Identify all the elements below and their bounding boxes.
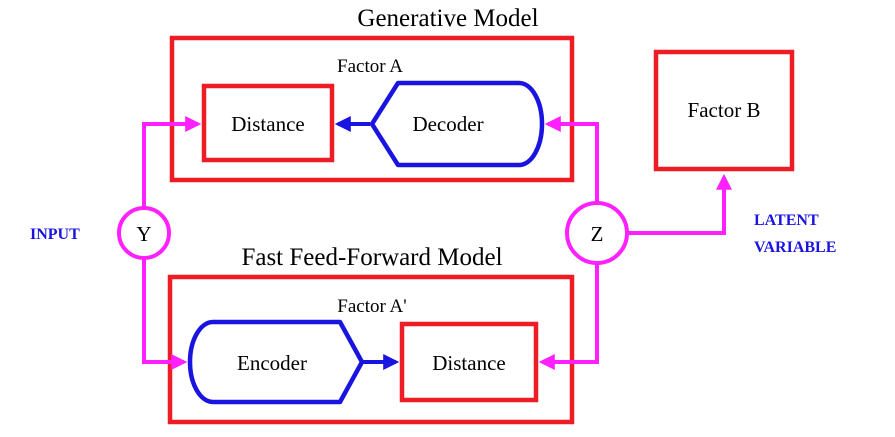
y-to-encoder-arrow (142, 258, 188, 370)
distance-box-bottom (399, 321, 539, 403)
distance-box-top (201, 83, 335, 163)
fast-model-box (167, 274, 575, 425)
z-to-factor-b-arrow (627, 173, 732, 235)
latent-label: LATENT (754, 212, 819, 229)
y-node-label: Y (136, 222, 151, 246)
y-to-distance-top-arrow (142, 116, 202, 208)
factor-a-label: Factor A (337, 56, 403, 77)
generative-model-box (169, 35, 575, 183)
factor-b-box (653, 49, 795, 172)
distance-label-top: Distance (231, 112, 304, 136)
z-node-label: Z (591, 222, 604, 246)
z-to-distance-bottom-arrow (538, 263, 599, 370)
z-to-decoder-arrow (544, 116, 599, 203)
fast-model-title: Fast Feed-Forward Model (241, 244, 502, 271)
factor-a-prime-label: Factor A' (337, 296, 406, 317)
decoder-label: Decoder (412, 112, 483, 136)
decoder-module (369, 80, 545, 168)
encoder-module (187, 319, 365, 405)
distance-label-bottom: Distance (432, 351, 505, 375)
factor-b-label: Factor B (688, 98, 761, 122)
input-label: INPUT (30, 226, 80, 243)
generative-model-title: Generative Model (357, 5, 538, 32)
encoder-label: Encoder (237, 351, 307, 375)
variable-label: VARIABLE (754, 239, 836, 256)
